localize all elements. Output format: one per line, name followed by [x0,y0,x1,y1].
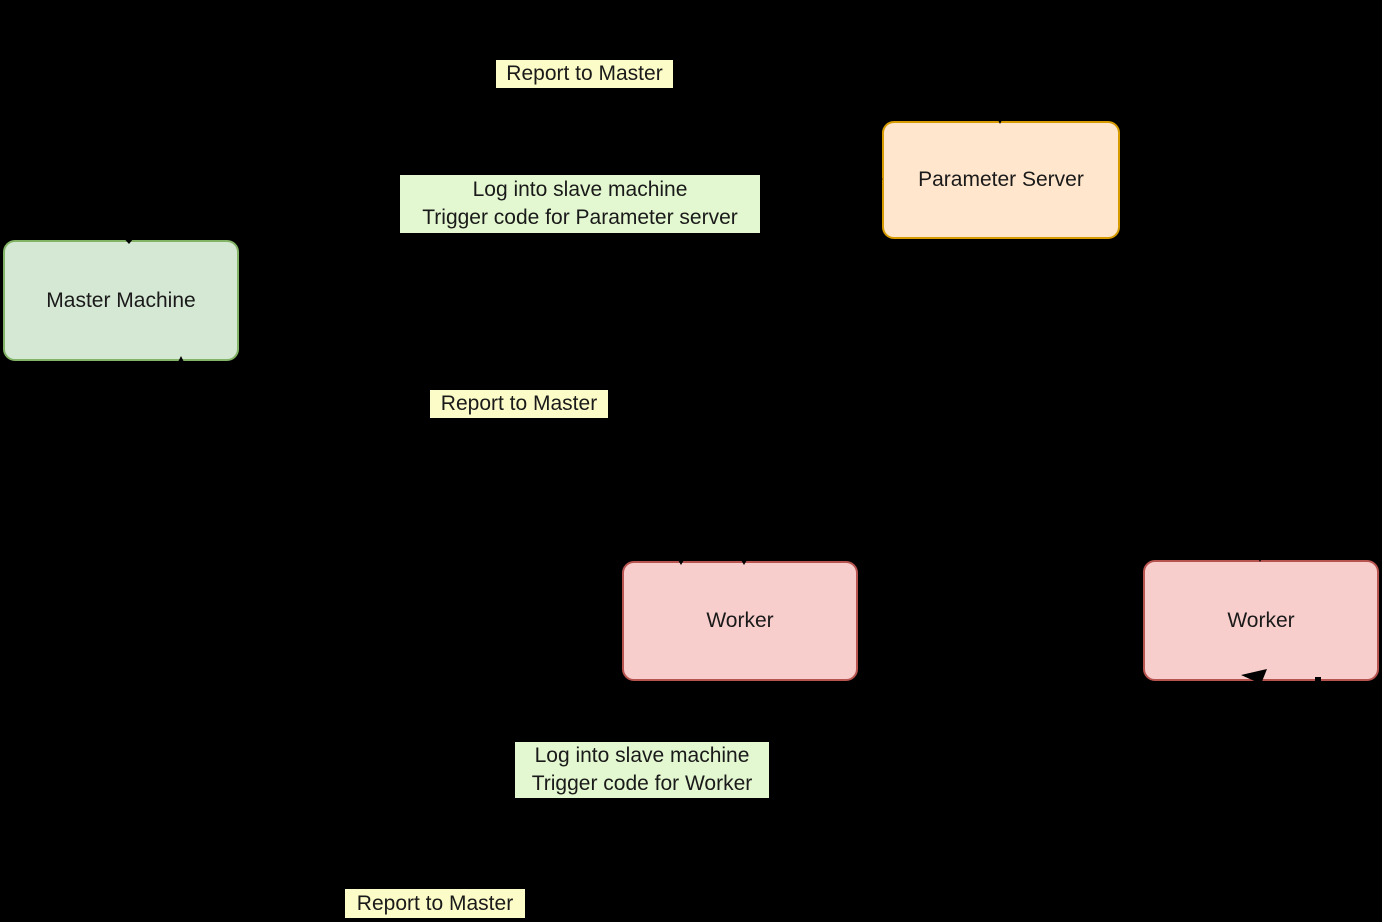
node-worker-left-label: Worker [706,609,774,632]
node-parameter-server-label: Parameter Server [918,168,1084,191]
edge-label-line1: Log into slave machine [472,178,688,201]
edge-label-report-to-master-middle: Report to Master [430,390,608,418]
node-worker-right-label: Worker [1227,608,1295,632]
edge-label-text: Report to Master [440,392,598,415]
node-master-machine: Master Machine [3,240,239,361]
node-worker-left: Worker [622,561,858,681]
edge-label-report-to-master-top: Report to Master [496,60,673,88]
edge-label-report-to-master-bottom: Report to Master [345,889,525,918]
edge-label-text: Report to Master [356,891,514,915]
edge-label-text: Report to Master [506,62,663,85]
edge-label-line1: Log into slave machine [534,744,750,767]
edge-label-login-parameter-server: Log into slave machine Trigger code for … [400,175,760,233]
edge-label-line2: Trigger code for Parameter server [422,206,738,229]
edge-label-line2: Trigger code for Worker [531,772,753,795]
edge-label-login-worker: Log into slave machine Trigger code for … [515,742,769,798]
node-master-machine-label: Master Machine [46,288,196,312]
node-parameter-server: Parameter Server [882,121,1120,239]
node-worker-right: Worker [1143,560,1379,681]
